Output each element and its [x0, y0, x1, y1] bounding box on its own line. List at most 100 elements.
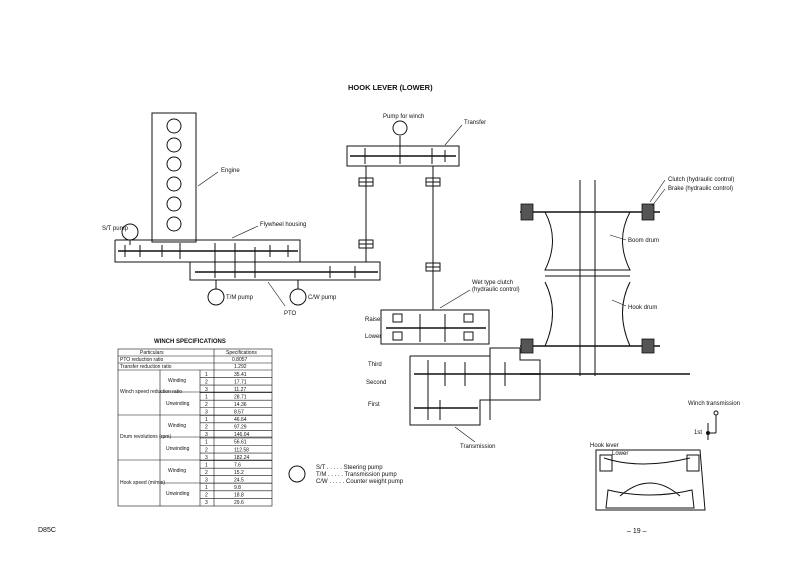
- specs-winding-3: Winding: [168, 468, 186, 474]
- specs-row-value: 182.24: [234, 455, 250, 461]
- specs-row-gear: 3: [205, 432, 208, 438]
- specs-row-value: 97.29: [234, 425, 247, 431]
- specs-row-gear: 3: [205, 387, 208, 393]
- specs-row-value: 14.36: [234, 402, 247, 408]
- cw-pump-icon: [289, 288, 307, 306]
- pto-label: PTO: [284, 311, 297, 317]
- specs-row-gear: 1: [205, 485, 208, 491]
- lower-label: Lower: [365, 334, 381, 340]
- specs-row-gear: 3: [205, 410, 208, 416]
- winch-transmission-box: [409, 347, 541, 426]
- winch-pump-label: Pump for winch: [383, 114, 424, 120]
- diagram-title: HOOK LEVER (LOWER): [348, 83, 433, 92]
- specs-title: WINCH SPECIFICATIONS: [154, 339, 226, 345]
- engine-leader: [197, 171, 219, 187]
- winch-transmission-shift-pattern: [706, 410, 719, 440]
- specs-unwinding-2: Unwinding: [166, 446, 190, 452]
- specs-row-gear: 1: [205, 372, 208, 378]
- legend-st: S/T . . . . . Steering pump: [316, 465, 383, 471]
- specs-row-gear: 2: [205, 493, 208, 499]
- specs-unwinding-1: Unwinding: [166, 401, 190, 407]
- specs-row-gear: 2: [205, 402, 208, 408]
- specs-row-gear: 3: [205, 500, 208, 506]
- specs-pto-ratio-value: 0.8057: [232, 357, 248, 363]
- specs-row-gear: 1: [205, 417, 208, 423]
- raise-label: Raise: [365, 317, 381, 323]
- boom-drum-label: Boom drum: [628, 238, 659, 244]
- specs-row-gear: 3: [205, 477, 208, 483]
- specs-row-value: 18.8: [234, 493, 244, 499]
- transfer-label: Transfer: [464, 120, 486, 126]
- specs-row-gear: 1: [205, 440, 208, 446]
- specs-row-value: 112.58: [234, 447, 249, 453]
- clutch-label: Clutch (hydraulic control): [668, 177, 734, 183]
- specs-row-value: 15.2: [234, 470, 244, 476]
- wet-clutch-label-1: Wet type clutch: [472, 280, 513, 286]
- footer-model: D85C: [38, 527, 56, 534]
- specs-pto-ratio-label: PTO reduction ratio: [120, 357, 163, 363]
- specs-row-gear: 1: [205, 462, 208, 468]
- tm-pump-label: T/M pump: [226, 295, 254, 301]
- specs-row-gear: 2: [205, 470, 208, 476]
- flywheel-leader: [231, 225, 259, 239]
- specs-transfer-ratio-label: Transfer reduction ratio: [120, 364, 172, 370]
- winch-clutch-box: [380, 309, 490, 345]
- specs-row-value: 7.6: [234, 462, 241, 468]
- brake-label: Brake (hydraulic control): [668, 186, 733, 192]
- engine-label: Engine: [221, 168, 240, 174]
- boom-drum-leader: [609, 234, 627, 241]
- specs-row-gear: 2: [205, 379, 208, 385]
- winch-transmission-label: Winch transmission: [688, 401, 740, 407]
- specs-row-value: 29.6: [234, 500, 244, 506]
- winch-pump-icon: [392, 120, 408, 136]
- clutch-leader: [649, 179, 666, 203]
- specs-winding-2: Winding: [168, 423, 186, 429]
- specs-row-value: 56.61: [234, 440, 247, 446]
- specs-table: [117, 348, 273, 507]
- second-label: Second: [366, 380, 386, 386]
- flywheel-housing: [114, 239, 381, 281]
- footer-page: – 19 –: [627, 528, 647, 535]
- specs-transfer-ratio-value: 1.292: [234, 364, 247, 370]
- specs-winding-1: Winding: [168, 378, 186, 384]
- hook-drum-leader: [611, 299, 627, 307]
- winch-drums: [520, 180, 690, 376]
- specs-row-value: 11.27: [234, 387, 246, 393]
- hook-drum-label: Hook drum: [628, 305, 657, 311]
- specs-row-gear: 3: [205, 455, 208, 461]
- transfer: [346, 136, 460, 167]
- first-label: First: [368, 402, 380, 408]
- specs-row-value: 24.5: [234, 477, 244, 483]
- specs-row-value: 28.71: [234, 394, 247, 400]
- wet-clutch-leader: [439, 289, 471, 309]
- specs-group-drum: Drum revolutions (rpm): [120, 434, 171, 440]
- transmission-label: Transmission: [460, 444, 495, 450]
- specs-col-specifications: Specifications: [226, 350, 257, 356]
- specs-row-value: 9.8: [234, 485, 241, 491]
- third-label: Third: [368, 362, 382, 368]
- lever-1st-label: 1st: [694, 430, 702, 436]
- legend-tm: T/M . . . . . Transmission pump: [316, 472, 397, 478]
- specs-unwinding-3: Unwinding: [166, 491, 190, 497]
- hook-lever-lower-label: Lower: [612, 451, 628, 457]
- cw-pump-label: C/W pump: [308, 295, 337, 301]
- st-pump-label: S/T pump: [102, 226, 129, 232]
- flywheel-housing-label: Flywheel housing: [260, 222, 306, 228]
- pto-leader: [267, 281, 286, 307]
- specs-row-lines: [200, 377, 272, 499]
- tm-pump-icon: [207, 288, 225, 306]
- transmission-leader: [454, 426, 476, 443]
- operator-seat: [595, 449, 706, 511]
- specs-row-value: 35.41: [234, 372, 247, 378]
- transfer-leader: [444, 124, 463, 146]
- specs-row-value: 146.04: [234, 432, 250, 438]
- wet-clutch-label-2: (hydraulic control): [472, 287, 520, 293]
- specs-row-gear: 2: [205, 447, 208, 453]
- specs-row-value: 8.57: [234, 410, 244, 416]
- hook-lever-label: Hook lever: [590, 443, 619, 449]
- engine: [151, 112, 197, 243]
- specs-row-gear: 2: [205, 425, 208, 431]
- specs-row-gear: 1: [205, 394, 208, 400]
